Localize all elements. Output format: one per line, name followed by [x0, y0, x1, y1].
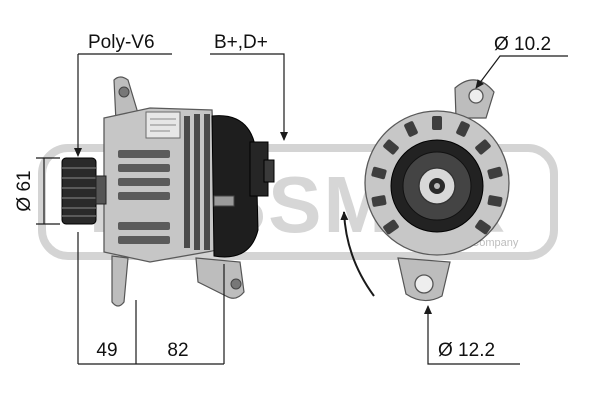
rotation-arrow	[340, 211, 375, 297]
pulley	[61, 157, 107, 225]
mount-hole-top-label: Ø 10.2	[494, 34, 551, 55]
alternator-side-view	[61, 76, 275, 307]
housing-vents	[118, 150, 170, 244]
pulley-label: Poly-V6	[88, 32, 155, 53]
rear-fins	[184, 114, 210, 250]
mount-hole-bottom-label: Ø 12.2	[438, 340, 495, 361]
terminals-label: B+,D+	[214, 32, 268, 53]
alternator-rear-view	[364, 79, 510, 302]
length-body-label: 82	[167, 340, 188, 361]
length-front-label: 49	[96, 340, 117, 361]
pulley-diameter-label: Ø 61	[14, 170, 35, 211]
dimension-lines	[36, 53, 568, 365]
rear-vents	[371, 116, 503, 235]
